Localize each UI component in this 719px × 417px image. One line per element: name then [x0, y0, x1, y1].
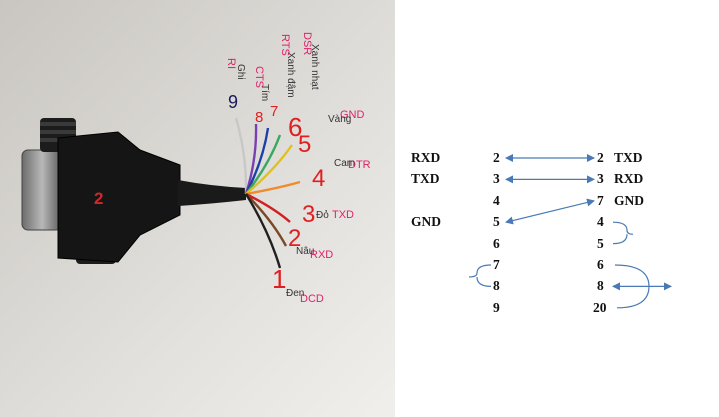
signal-label-dtr: DTR [348, 159, 371, 171]
right-signal-label: GND [614, 192, 644, 208]
cable-jacket [178, 180, 246, 206]
left-pin-number: 6 [493, 235, 500, 251]
wire-color-label: Vàng [328, 114, 351, 125]
left-pin-number: 3 [493, 171, 500, 187]
pin-number-label: 3 [302, 201, 315, 228]
signal-label-rts: RTS [279, 34, 291, 56]
pin-number-label: 5 [298, 131, 311, 158]
wire-fan [234, 117, 301, 269]
bracket-left-7-8 [468, 264, 492, 287]
signal-label-dsr: DSR [301, 32, 313, 55]
signal-label-ri: RI [225, 58, 237, 69]
signal-label-cts: CTS [253, 66, 265, 88]
wire-pin-9 [234, 117, 248, 195]
right-pin-number: 5 [597, 235, 604, 251]
right-pin-number: 8 [597, 278, 604, 294]
wire-color-label: Xanh nhạt [309, 44, 320, 90]
left-pin-number: 2 [493, 150, 500, 165]
wire-pin-3 [245, 192, 291, 223]
bracket-right-4-5 [612, 221, 634, 245]
right-pin-number: 20 [593, 299, 607, 315]
left-signal-label: GND [411, 214, 441, 230]
pin-number-label: 6 [288, 112, 302, 142]
connector-number: 2 [94, 189, 103, 208]
pin-number-label: 8 [255, 109, 263, 126]
left-signal-label: TXD [411, 171, 440, 187]
right-pin-number: 6 [597, 257, 604, 272]
signal-label-txd: TXD [332, 209, 354, 221]
db9-metal-shell [21, 149, 63, 231]
wire-color-label: Cam [334, 158, 355, 169]
right-pin-number: 3 [597, 171, 604, 187]
bracket-right-20 [616, 286, 650, 309]
left-pin-number: 5 [493, 214, 500, 230]
left-pin-number: 4 [493, 192, 500, 208]
left-signal-label: RXD [411, 150, 441, 165]
pin-number-label: 7 [270, 103, 278, 120]
wire-color-label: Đỏ [316, 209, 329, 221]
right-signal-label: RXD [614, 171, 644, 187]
wire-pin-7 [244, 127, 270, 195]
left-pin-number: 7 [493, 257, 500, 272]
wire-color-label: Nâu [296, 246, 314, 257]
wire-pin-6 [245, 134, 282, 195]
schematic-arrows [468, 154, 672, 309]
left-pin-number: 8 [493, 278, 500, 294]
signal-label-dcd: DCD [300, 293, 324, 305]
wire-pin-2 [245, 193, 288, 247]
wire-pin-1 [244, 193, 282, 269]
pin-number-label: 4 [312, 165, 325, 192]
left-pin-number: 9 [493, 299, 500, 315]
pin-number-label: 2 [288, 225, 301, 252]
signal-label-rxd: RXD [310, 249, 333, 261]
wire-color-label: Xanh đậm [285, 52, 296, 98]
right-pin-number: 7 [597, 192, 604, 208]
wire-pin-5 [245, 144, 293, 195]
db9-housing [57, 131, 181, 263]
pin-number-label: 9 [228, 92, 238, 112]
bracket-right-6 [614, 264, 650, 287]
right-signal-label: TXD [614, 150, 643, 165]
right-pin-number: 4 [597, 214, 604, 230]
arrow-gnd-gnd [505, 198, 595, 225]
signal-label-gnd: GND [340, 109, 365, 121]
wire-color-label: Tím [259, 84, 270, 101]
wire-color-label: Đen [286, 288, 304, 299]
wire-pin-4 [245, 180, 301, 196]
right-pin-number: 2 [597, 150, 604, 165]
pin-number-label: 1 [272, 264, 286, 294]
wire-color-label: Ghi [235, 64, 246, 80]
